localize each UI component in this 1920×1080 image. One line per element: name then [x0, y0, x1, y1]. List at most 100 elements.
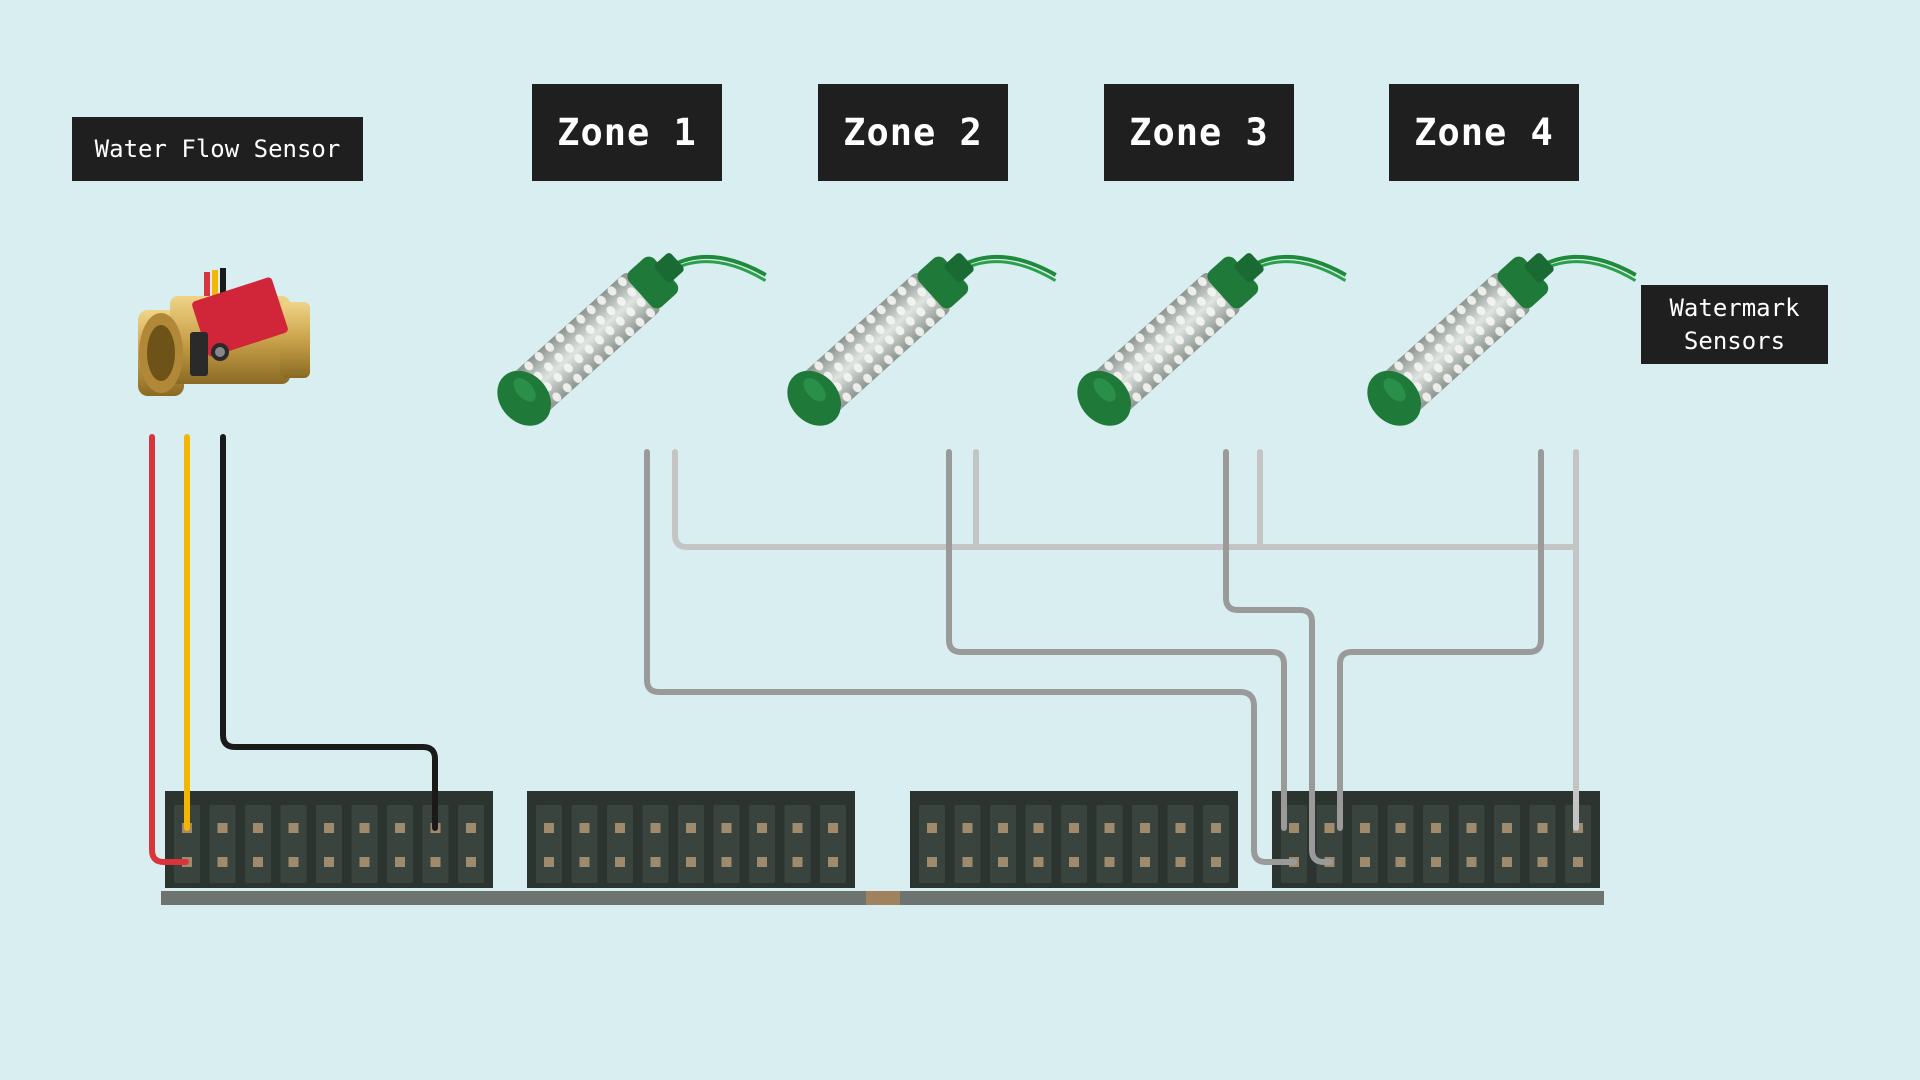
header-pin[interactable]: [430, 857, 441, 867]
header-pin[interactable]: [962, 823, 973, 833]
header-pin[interactable]: [1395, 823, 1406, 833]
header-pin[interactable]: [1069, 857, 1079, 867]
header-pin[interactable]: [544, 857, 554, 867]
header-pin[interactable]: [686, 857, 696, 867]
header-slot: [1061, 805, 1087, 883]
header-block: [1272, 791, 1600, 888]
header-pin[interactable]: [927, 823, 937, 833]
header-pin[interactable]: [1466, 857, 1477, 867]
header-slot: [1167, 805, 1194, 883]
header-pin[interactable]: [253, 857, 263, 867]
header-pin[interactable]: [1431, 823, 1441, 833]
header-pin[interactable]: [1175, 823, 1186, 833]
zone-4-text: Zone 4: [1414, 111, 1554, 154]
header-pin[interactable]: [579, 857, 590, 867]
header-pin[interactable]: [1104, 823, 1115, 833]
header-pin[interactable]: [998, 823, 1008, 833]
header-slot: [209, 805, 236, 883]
wire-red: [149, 434, 189, 865]
header-pin[interactable]: [288, 823, 299, 833]
header-pin[interactable]: [217, 823, 228, 833]
header-pin[interactable]: [1502, 823, 1512, 833]
header-pin[interactable]: [544, 823, 554, 833]
header-pin[interactable]: [1573, 857, 1583, 867]
header-pin[interactable]: [828, 857, 838, 867]
header-pin[interactable]: [324, 857, 334, 867]
header-slot: [642, 805, 669, 883]
header-slot: [316, 805, 342, 883]
header-pin[interactable]: [1033, 857, 1044, 867]
header-pin[interactable]: [1104, 857, 1115, 867]
header-pin[interactable]: [1395, 857, 1406, 867]
header-pin[interactable]: [1069, 823, 1079, 833]
header-slot: [536, 805, 562, 883]
header-pin[interactable]: [1537, 823, 1548, 833]
connector-board: [161, 791, 1604, 905]
header-pin[interactable]: [1537, 857, 1548, 867]
wire-black: [220, 434, 438, 831]
header-slot: [280, 805, 307, 883]
header-pin[interactable]: [359, 823, 370, 833]
header-pin[interactable]: [962, 857, 973, 867]
header-pin[interactable]: [1466, 823, 1477, 833]
header-pin[interactable]: [757, 857, 767, 867]
header-pin[interactable]: [1360, 857, 1370, 867]
header-pin[interactable]: [828, 823, 838, 833]
header-pin[interactable]: [579, 823, 590, 833]
wires: [149, 434, 1579, 865]
watermark-sensor-icon: [497, 253, 767, 426]
header-slot: [1529, 805, 1556, 883]
header-pin[interactable]: [1175, 857, 1186, 867]
watermark-sensor-icon: [1367, 253, 1637, 426]
header-slot: [820, 805, 846, 883]
zone-2-text: Zone 2: [843, 111, 983, 154]
header-pin[interactable]: [1360, 823, 1370, 833]
header-pin[interactable]: [650, 857, 661, 867]
header-pin[interactable]: [1140, 823, 1150, 833]
header-pin[interactable]: [253, 823, 263, 833]
header-slot: [1494, 805, 1520, 883]
header-pin[interactable]: [1324, 823, 1335, 833]
header-slot: [458, 805, 484, 883]
header-pin[interactable]: [1502, 857, 1512, 867]
watermark-sensor-icon: [1077, 253, 1347, 426]
header-pin[interactable]: [1211, 823, 1221, 833]
header-slot: [1203, 805, 1229, 883]
header-pin[interactable]: [1140, 857, 1150, 867]
header-pin[interactable]: [1431, 857, 1441, 867]
header-slot: [1096, 805, 1123, 883]
header-pin[interactable]: [1289, 823, 1299, 833]
header-pin[interactable]: [359, 857, 370, 867]
header-pin[interactable]: [792, 823, 803, 833]
flow-sensor-icon: [138, 268, 310, 396]
header-pin[interactable]: [721, 823, 732, 833]
header-pin[interactable]: [1211, 857, 1221, 867]
header-pin[interactable]: [998, 857, 1008, 867]
header-pin[interactable]: [686, 823, 696, 833]
header-pin[interactable]: [615, 857, 625, 867]
header-pin[interactable]: [395, 857, 405, 867]
watermark-sensors-text-line2: Sensors: [1683, 326, 1786, 355]
header-pin[interactable]: [466, 823, 476, 833]
header-pin[interactable]: [288, 857, 299, 867]
header-pin[interactable]: [650, 823, 661, 833]
header-pin[interactable]: [757, 823, 767, 833]
zone-1-label: Zone 1: [532, 84, 722, 181]
header-blocks: [165, 791, 1600, 888]
header-pin[interactable]: [927, 857, 937, 867]
header-slot: [1352, 805, 1378, 883]
header-pin[interactable]: [466, 857, 476, 867]
header-pin[interactable]: [217, 857, 228, 867]
header-slot: [351, 805, 378, 883]
header-pin[interactable]: [721, 857, 732, 867]
header-slot: [571, 805, 598, 883]
header-pin[interactable]: [792, 857, 803, 867]
header-pin[interactable]: [395, 823, 405, 833]
header-pin[interactable]: [615, 823, 625, 833]
header-pin[interactable]: [1033, 823, 1044, 833]
header-pin[interactable]: [324, 823, 334, 833]
header-slot: [245, 805, 271, 883]
header-slot: [1387, 805, 1414, 883]
